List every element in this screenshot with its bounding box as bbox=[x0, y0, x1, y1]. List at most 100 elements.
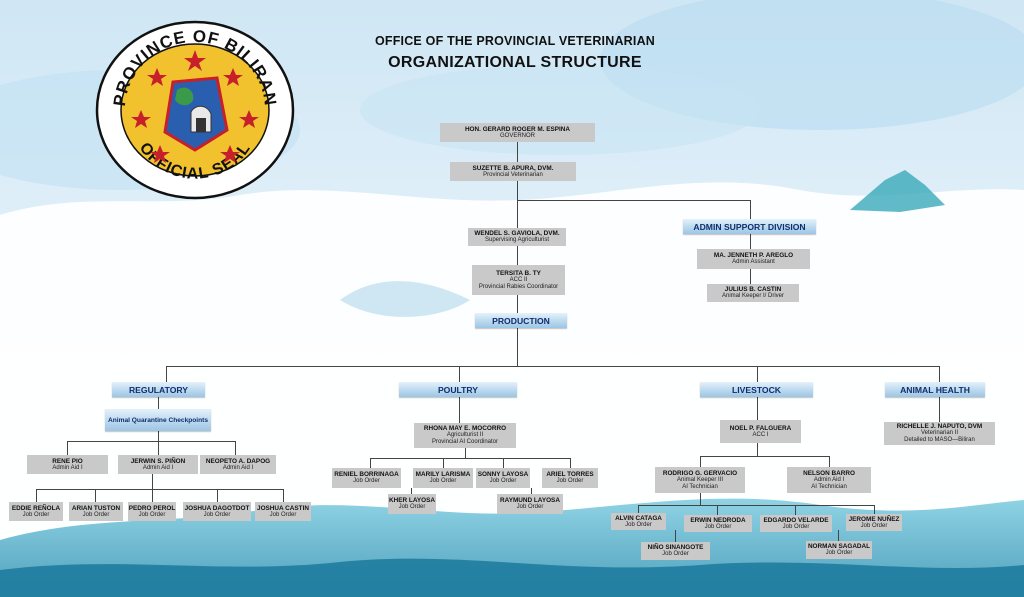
person-role: Job Order bbox=[782, 523, 810, 530]
connector-line bbox=[700, 456, 701, 467]
person-name: ALVIN CATAGA bbox=[615, 514, 662, 522]
production-header: PRODUCTION bbox=[475, 313, 567, 328]
connector-line bbox=[503, 458, 504, 468]
poultry-head-box: RHONA MAY E. MOCORRO Agriculturist II Pr… bbox=[414, 423, 516, 448]
person-role: Job Order bbox=[82, 511, 110, 518]
connector-line bbox=[874, 505, 875, 514]
person-name: JOSHUA DAGOTDOT bbox=[184, 504, 250, 512]
person-role: Job Order bbox=[353, 478, 380, 485]
person-role: Job Order bbox=[398, 504, 426, 511]
animal-health-header: ANIMAL HEALTH bbox=[885, 382, 985, 397]
person-name: MARILY LARISMA bbox=[415, 471, 471, 479]
connector-line bbox=[235, 441, 236, 455]
person-name: EDDIE REÑOLA bbox=[11, 504, 61, 512]
regulatory-staff-box: PEDRO PEROL Job Order bbox=[128, 502, 176, 521]
connector-line bbox=[757, 397, 758, 420]
livestock-staff-box: JEROME NUÑEZ Job Order bbox=[846, 514, 902, 531]
person-role: AI Technician bbox=[682, 483, 718, 490]
person-name: ERWIN NEDRODA bbox=[690, 516, 746, 524]
connector-line bbox=[517, 181, 518, 228]
person-role: Job Order bbox=[269, 511, 297, 518]
connector-line bbox=[757, 443, 758, 456]
connector-line bbox=[67, 441, 235, 442]
animal-keeper-driver-box: JULIUS B. CASTIN Animal Keeper I/ Driver bbox=[707, 284, 799, 302]
connector-line bbox=[700, 493, 701, 505]
connector-line bbox=[36, 489, 283, 490]
regulatory-staff-box: EDDIE REÑOLA Job Order bbox=[9, 502, 63, 521]
person-name: NOEL P. FALGUERA bbox=[729, 424, 792, 432]
person-role: Admin Aid I bbox=[52, 464, 83, 471]
animal-quarantine-checkpoints-header: Animal Quarantine Checkpoints bbox=[105, 409, 211, 431]
person-role: GOVERNOR bbox=[499, 132, 535, 139]
admin-assistant-box: MA. JENNETH P. AREGLO Admin Assistant bbox=[697, 249, 810, 269]
person-role: Animal Keeper III bbox=[676, 476, 724, 483]
person-name: RODRIGO G. GERVACIO bbox=[662, 469, 738, 477]
connector-line bbox=[166, 366, 167, 382]
livestock-lead-box: NELSON BARRO Admin Aid I AI Technician bbox=[787, 467, 871, 493]
person-role: Animal Keeper I/ Driver bbox=[721, 293, 785, 300]
poultry-staff-box: MARILY LARISMA Job Order bbox=[413, 468, 473, 488]
person-name: TERSITA B. TY bbox=[496, 269, 541, 277]
livestock-staff-box: NORMAN SAGADAL Job Order bbox=[806, 541, 872, 559]
person-role: Job Order bbox=[22, 511, 50, 518]
connector-line bbox=[152, 474, 153, 489]
connector-line bbox=[158, 397, 159, 409]
connector-line bbox=[750, 234, 751, 249]
person-role: Job Order bbox=[860, 522, 888, 529]
connector-line bbox=[517, 246, 518, 265]
rabies-coordinator-box: TERSITA B. TY ACC II Provincial Rabies C… bbox=[472, 265, 565, 295]
poultry-staff-box: SONNY LAYOSA Job Order bbox=[476, 468, 530, 488]
person-role: Job Order bbox=[516, 504, 544, 511]
connector-line bbox=[283, 489, 284, 502]
person-name: SUZETTE B. APURA, DVM. bbox=[472, 164, 554, 172]
person-role: ACC I bbox=[752, 431, 769, 438]
connector-line bbox=[158, 441, 159, 455]
person-name: RAYMUND LAYOSA bbox=[500, 497, 560, 505]
regulatory-staff-box: ARIAN TUSTON Job Order bbox=[69, 502, 123, 521]
person-name: JEROME NUÑEZ bbox=[848, 515, 900, 523]
governor-box: HON. GERARD ROGER M. ESPINA GOVERNOR bbox=[440, 123, 595, 142]
connector-line bbox=[750, 200, 751, 219]
person-role: Provincial Veterinarian bbox=[483, 171, 543, 178]
person-role: AI Technician bbox=[811, 483, 847, 490]
person-role: Veterinarian II bbox=[920, 430, 959, 437]
person-name: HON. GERARD ROGER M. ESPINA bbox=[464, 125, 571, 133]
connector-line bbox=[158, 431, 159, 441]
connector-line bbox=[459, 366, 460, 382]
person-role: Admin Aid I bbox=[142, 464, 174, 471]
supervising-agriculturist-box: WENDEL S. GAVIOLA, DVM. Supervising Agri… bbox=[468, 228, 566, 246]
person-role: Job Order bbox=[138, 511, 166, 518]
connector-line bbox=[459, 397, 460, 423]
person-name: JULIUS B. CASTIN bbox=[724, 286, 782, 294]
seal-stars bbox=[131, 50, 259, 163]
person-name: NORMAN SAGADAL bbox=[807, 543, 871, 551]
person-role: Job Order bbox=[704, 523, 732, 530]
person-name: NELSON BARRO bbox=[803, 469, 855, 477]
person-role: Job Order bbox=[203, 511, 231, 518]
person-name: RENE PIO bbox=[52, 457, 83, 465]
page-title: ORGANIZATIONAL STRUCTURE bbox=[388, 54, 642, 71]
person-name: SONNY LAYOSA bbox=[477, 471, 529, 479]
connector-line bbox=[370, 458, 371, 468]
person-role: Admin Aid I bbox=[813, 476, 845, 483]
poultry-header: POULTRY bbox=[399, 382, 517, 397]
livestock-head-box: NOEL P. FALGUERA ACC I bbox=[720, 420, 801, 443]
connector-line bbox=[750, 269, 751, 284]
person-role: Job Order bbox=[489, 478, 517, 485]
connector-line bbox=[795, 505, 796, 515]
person-role: Job Order bbox=[662, 551, 689, 558]
regulatory-staff-box: JOSHUA DAGOTDOT Job Order bbox=[183, 502, 251, 521]
livestock-staff-box: EDGARDO VELARDE Job Order bbox=[760, 515, 832, 532]
connector-line bbox=[570, 458, 571, 468]
office-title: OFFICE OF THE PROVINCIAL VETERINARIAN bbox=[374, 34, 656, 48]
livestock-staff-box: ERWIN NEDRODA Job Order bbox=[684, 515, 752, 532]
person-name: RHONA MAY E. MOCORRO bbox=[423, 425, 507, 433]
provincial-veterinarian-box: SUZETTE B. APURA, DVM. Provincial Veteri… bbox=[450, 162, 576, 181]
regulatory-head-box: RENE PIO Admin Aid I bbox=[27, 455, 108, 474]
connector-line bbox=[152, 489, 153, 502]
connector-line bbox=[638, 505, 874, 506]
person-name: NEOPETO A. DAPOG bbox=[205, 457, 271, 465]
livestock-staff-box: ALVIN CATAGA Job Order bbox=[611, 513, 666, 530]
animal-health-head-box: RICHELLE J. NAPUTO, DVM Veterinarian II … bbox=[884, 422, 995, 445]
regulatory-header: REGULATORY bbox=[112, 382, 205, 397]
